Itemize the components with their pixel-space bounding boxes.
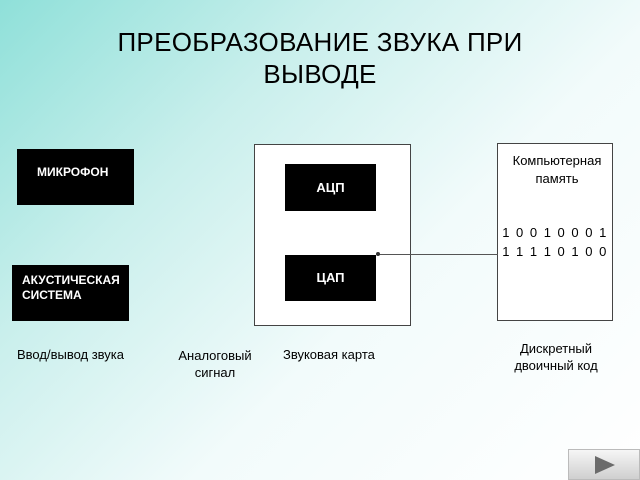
caption-io: Ввод/вывод звука — [17, 347, 125, 362]
memory-label-line1: Компьютерная — [512, 153, 602, 168]
microphone-label: МИКРОФОН — [37, 165, 109, 179]
binary-code-line2: 1 1 1 1 0 1 0 0 — [502, 244, 608, 259]
slide-title: ПРЕОБРАЗОВАНИЕ ЗВУКА ПРИ ВЫВОДЕ — [117, 27, 523, 89]
caption-analog-line2: сигнал — [194, 365, 236, 380]
caption-analog-line1: Аналоговый — [178, 348, 252, 363]
memory-label-line2: память — [535, 171, 579, 186]
speaker-label-line2: СИСТЕМА — [22, 288, 82, 302]
binary-code-line1: 1 0 0 1 0 0 0 1 — [502, 225, 608, 240]
microphone-box: МИКРОФОН — [17, 149, 134, 205]
speaker-system-box: АКУСТИЧЕСКАЯ СИСТЕМА — [12, 265, 129, 321]
adc-label: АЦП — [316, 180, 345, 195]
caption-binary-code: Дискретный двоичный код — [500, 340, 612, 374]
memory-frame — [497, 143, 613, 321]
dac-box: ЦАП — [285, 255, 376, 301]
adc-box: АЦП — [285, 164, 376, 211]
caption-code-line1: Дискретный — [519, 341, 593, 356]
dac-label: ЦАП — [316, 270, 345, 285]
next-slide-button[interactable] — [568, 449, 640, 480]
memory-label: Компьютерная память — [497, 152, 617, 188]
memory-to-dac-connector — [378, 254, 498, 255]
play-arrow-icon — [595, 456, 615, 474]
caption-analog: Аналоговый сигнал — [170, 347, 260, 381]
connector-end-dot — [376, 252, 380, 256]
speaker-label-line1: АКУСТИЧЕСКАЯ — [22, 273, 120, 287]
caption-sound-card: Звуковая карта — [283, 347, 375, 362]
caption-code-line2: двоичный код — [514, 358, 598, 373]
